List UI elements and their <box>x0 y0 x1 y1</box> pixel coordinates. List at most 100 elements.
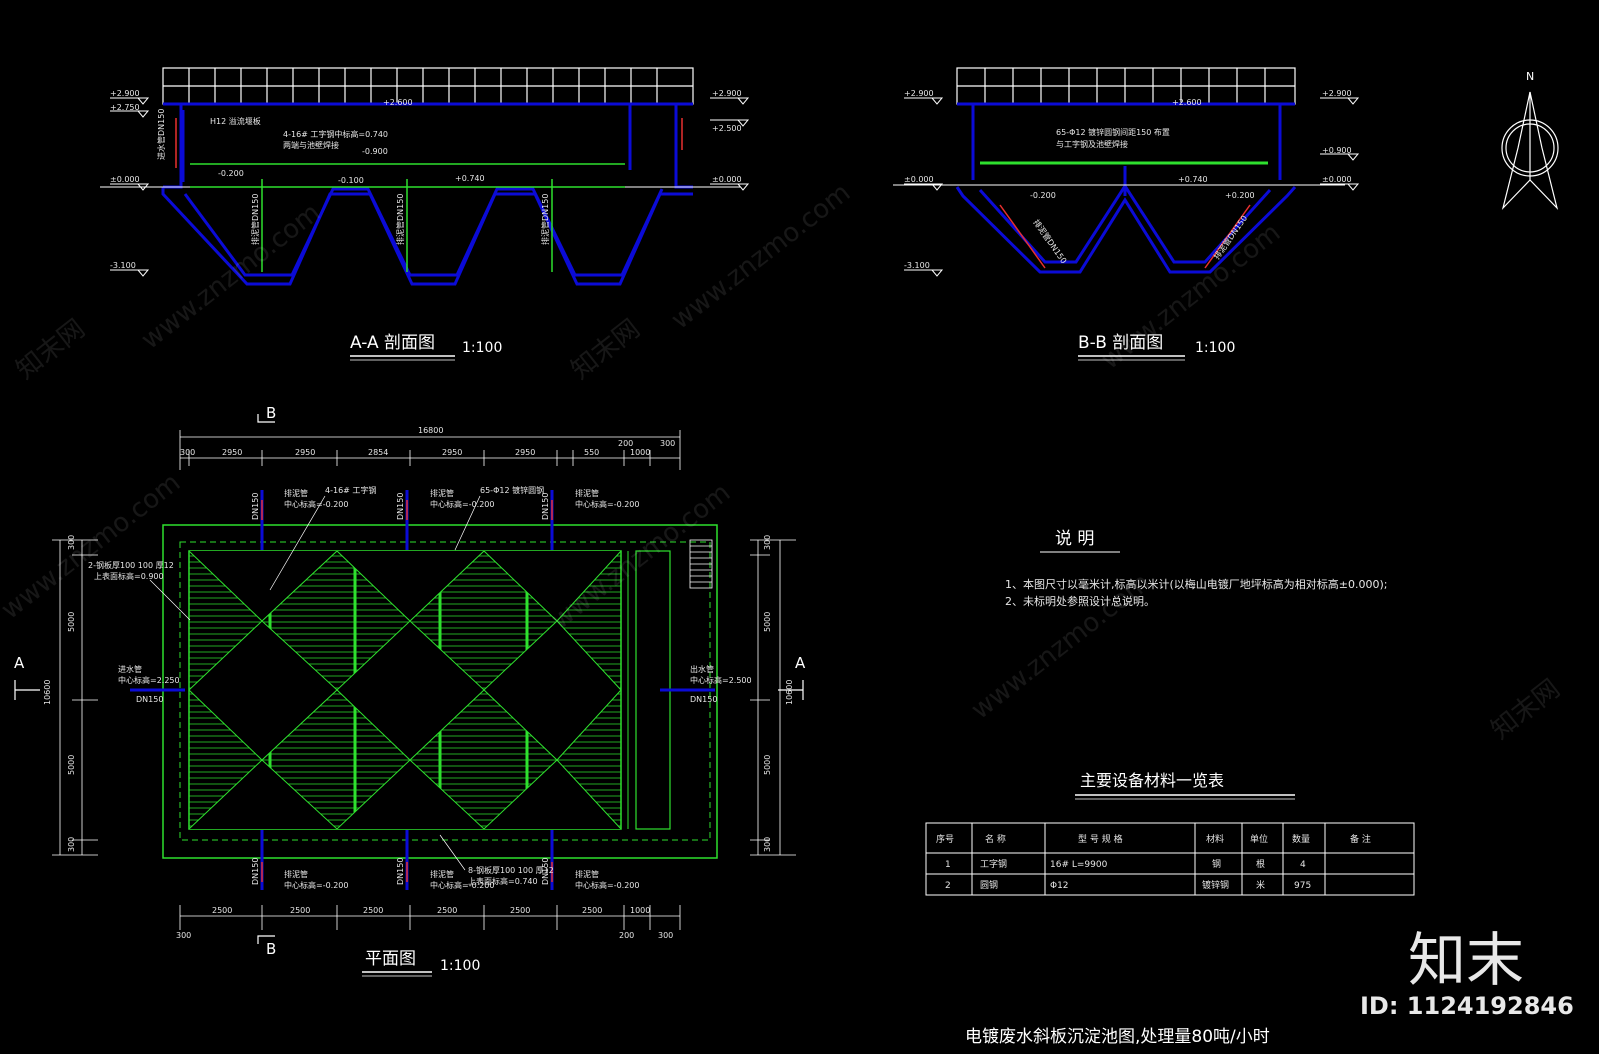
aa-pipe-3: 排泥管DN150 <box>540 194 550 245</box>
table-header-no: 序号 <box>936 833 954 845</box>
aa-inner-4: +0.740 <box>455 174 485 183</box>
aa-inner-5: -0.100 <box>338 176 364 185</box>
bb-elev-left-2: ±0.000 <box>904 175 934 184</box>
plan-top-total: 16800 <box>418 426 443 435</box>
aa-inner-1: +2.600 <box>383 98 413 107</box>
aa-elev-left-2: +2.750 <box>110 103 140 112</box>
watermark-logo: 知末 <box>1408 926 1524 994</box>
plan-pipe-elev-bot-3: 中心标高=-0.200 <box>575 880 640 890</box>
table-r2-unit: 米 <box>1256 879 1265 891</box>
plan-view: 16800 300 2950 2950 2854 2950 2950 550 2… <box>14 404 806 977</box>
table-r2-no: 2 <box>945 881 951 891</box>
plan-top-dim-10: 300 <box>660 439 675 448</box>
table-r1-unit: 根 <box>1256 858 1265 870</box>
bb-scale: 1:100 <box>1195 340 1235 356</box>
table-r1-name: 工字钢 <box>980 858 1007 870</box>
bb-elev-right-2: +0.900 <box>1322 146 1352 155</box>
plan-top-dim-3: 2950 <box>295 448 315 457</box>
table-r1-material: 钢 <box>1212 858 1221 870</box>
table-r2-material: 镀锌钢 <box>1202 879 1229 891</box>
plan-pipe-elev-top-2: 中心标高=-0.200 <box>430 499 495 509</box>
plan-top-dim-4: 2854 <box>368 448 388 457</box>
plan-bot-dim-7: 1000 <box>630 906 650 915</box>
aa-elev-right-2: +2.500 <box>712 124 742 133</box>
section-aa: +2.900 +2.750 ±0.000 -3.100 +2.900 +2.50… <box>100 67 750 361</box>
plan-right-total: 10600 <box>785 680 794 705</box>
plan-right-dim-1: 300 <box>763 535 772 550</box>
aa-inner-3: -0.200 <box>218 169 244 178</box>
plan-right-dim-4: 300 <box>763 837 772 852</box>
table-header-unit: 单位 <box>1250 833 1268 845</box>
plan-dn-bot-1: DN150 <box>251 858 260 885</box>
plan-pipe-top-2: 排泥管 <box>430 488 454 498</box>
plan-pipe-bot-3: 排泥管 <box>575 869 599 879</box>
aa-elev-left-4: -3.100 <box>110 261 136 270</box>
aa-note-weir: H12 溢流堰板 <box>210 116 261 126</box>
plan-dn-top-1: DN150 <box>251 493 260 520</box>
plan-outlet-label: 出水管 <box>690 664 714 674</box>
plan-inlet-label: 进水管 <box>118 664 142 674</box>
bb-elev-right-1: +2.900 <box>1322 89 1352 98</box>
table-r1-spec: 16# L=9900 <box>1050 860 1108 870</box>
aa-pipe-1: 排泥管DN150 <box>250 194 260 245</box>
plan-dn-top-2: DN150 <box>396 493 405 520</box>
plan-bot-dim-1: 2500 <box>212 906 232 915</box>
bb-title: B-B 剖面图 <box>1078 333 1163 353</box>
section-bb: +2.900 ±0.000 -3.100 +2.900 +0.900 ±0.00… <box>893 67 1360 361</box>
plan-bot-dim-6: 2500 <box>582 906 602 915</box>
bb-elev-left-1: +2.900 <box>904 89 934 98</box>
watermark-brand-3: 知末网 <box>1486 674 1566 746</box>
aa-elev-left-1: +2.900 <box>110 89 140 98</box>
material-table: 主要设备材料一览表 序号 名 称 型 号 规 格 材料 单位 数量 备 注 1 … <box>925 771 1415 896</box>
aa-note-weld: 两端与池壁焊接 <box>283 140 339 150</box>
plan-top-dim-6: 2950 <box>515 448 535 457</box>
plan-note-plate-4: 上表面标高=0.740 <box>468 876 538 886</box>
plan-left-dim-1: 300 <box>67 535 76 550</box>
aa-title: A-A 剖面图 <box>350 333 435 353</box>
notes-line-2: 2、未标明处参照设计总说明。 <box>1005 594 1155 608</box>
north-compass <box>1501 91 1559 211</box>
bb-note-1: 65-Φ12 镀锌圆钢间距150 布置 <box>1056 127 1170 137</box>
table-header-remark: 备 注 <box>1350 833 1371 845</box>
notes-line-1: 1、本图尺寸以毫米计,标高以米计(以梅山电镀厂地坪标高为相对标高±0.000); <box>1005 577 1388 591</box>
plan-bot-small-2: 200 <box>619 931 634 940</box>
table-header-name: 名 称 <box>985 833 1006 845</box>
watermark-site-3: www.znzmo.com <box>1096 218 1286 376</box>
table-r1-no: 1 <box>945 860 951 870</box>
bb-inner-2: -0.200 <box>1030 191 1056 200</box>
plan-pipe-bot-2: 排泥管 <box>430 869 454 879</box>
watermark-site-5: www.znzmo.com <box>966 568 1156 726</box>
plan-left-dim-2: 5000 <box>67 612 76 632</box>
watermark-site-6: www.znzmo.com <box>0 468 186 626</box>
plan-bot-small-3: 300 <box>658 931 673 940</box>
aa-elev-right-1: +2.900 <box>712 89 742 98</box>
table-header-material: 材料 <box>1206 833 1224 845</box>
plan-title: 平面图 <box>365 949 416 969</box>
plan-mark-b-bottom: B <box>266 940 276 958</box>
plan-note-plate-3: 8-钢板厚100 100 厚12 <box>468 865 554 875</box>
plan-outlet-dn: DN150 <box>690 695 717 704</box>
plan-top-dim-5: 2950 <box>442 448 462 457</box>
plan-left-total: 10600 <box>43 680 52 705</box>
plan-note-beam: 4-16# 工字钢 <box>325 485 376 495</box>
table-header-spec: 型 号 规 格 <box>1078 833 1123 845</box>
plan-top-dim-7: 550 <box>584 448 599 457</box>
aa-elev-right-3: ±0.000 <box>712 175 742 184</box>
plan-scale: 1:100 <box>440 958 480 974</box>
drawing-title: 电镀废水斜板沉淀池图,处理量80吨/小时 <box>965 1027 1270 1047</box>
plan-dn-top-3: DN150 <box>541 493 550 520</box>
plan-bot-dim-3: 2500 <box>363 906 383 915</box>
compass-north-label: N <box>1526 70 1534 83</box>
bb-elev-left-3: -3.100 <box>904 261 930 270</box>
table-r2-spec: Φ12 <box>1050 881 1069 891</box>
table-r2-qty: 975 <box>1294 881 1311 891</box>
plan-outlet-elev: 中心标高=2.500 <box>690 675 752 685</box>
plan-note-rod: 65-Φ12 镀锌圆钢 <box>480 485 544 495</box>
watermark-site-1: www.znzmo.com <box>136 198 326 356</box>
watermark-brand-2: 知末网 <box>566 314 646 386</box>
aa-scale: 1:100 <box>462 340 502 356</box>
plan-left-dim-3: 5000 <box>67 755 76 775</box>
plan-pipe-elev-bot-1: 中心标高=-0.200 <box>284 880 349 890</box>
plan-pipe-top-1: 排泥管 <box>284 488 308 498</box>
